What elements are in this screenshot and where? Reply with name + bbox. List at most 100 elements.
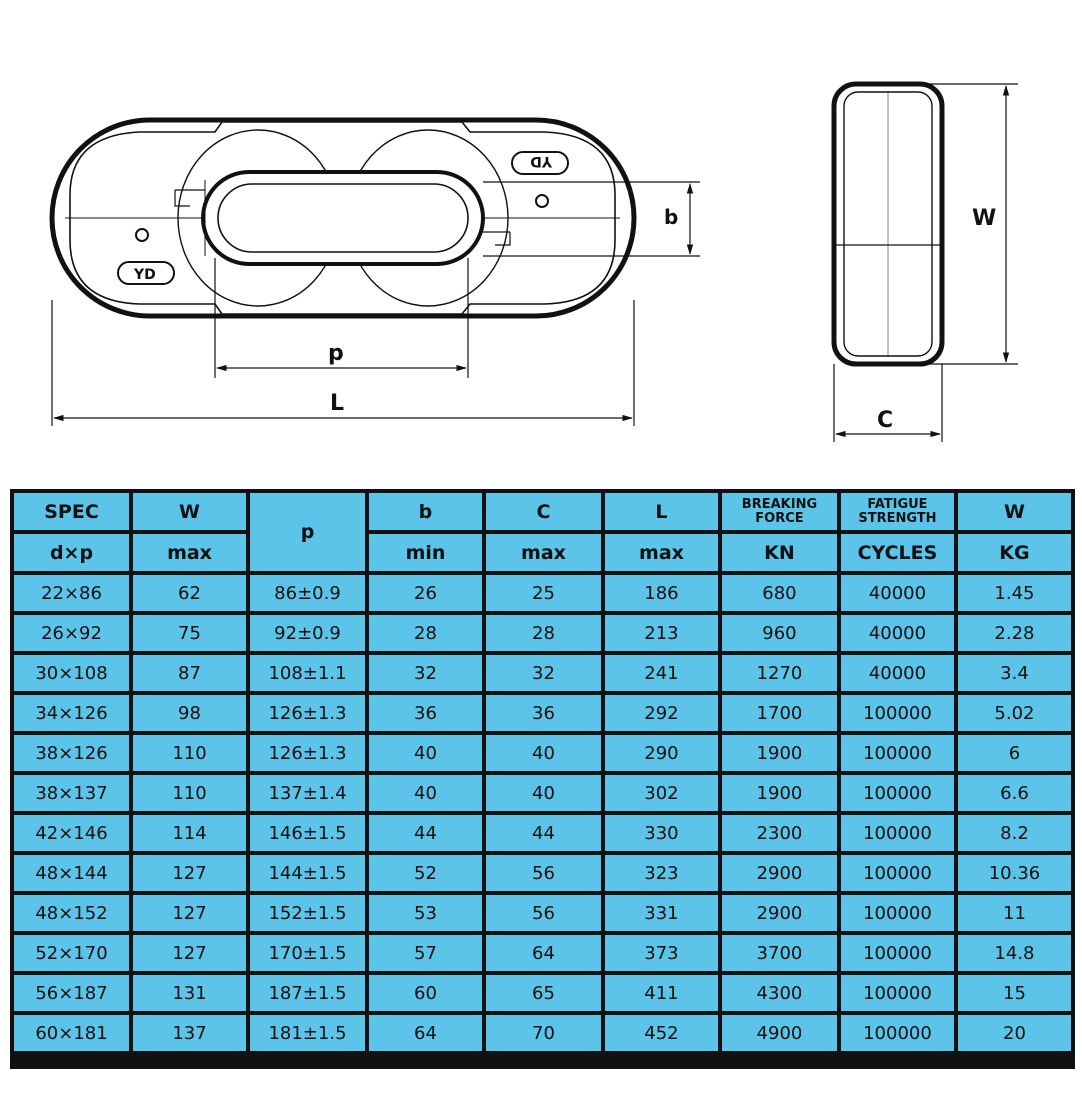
table-cell: 680 (721, 575, 837, 611)
table-cell: 56 (485, 855, 601, 891)
table-cell: 92±0.9 (249, 615, 365, 651)
unit-weight: KG (957, 534, 1071, 571)
table-cell: 36 (485, 695, 601, 731)
link-front-view (49, 117, 637, 319)
table-cell: 36 (369, 695, 482, 731)
table-cell: 100000 (840, 975, 954, 1011)
table-cell: 100000 (840, 1015, 954, 1051)
table-cell: 4900 (721, 1015, 837, 1051)
table-cell: 137 (133, 1015, 246, 1051)
table-cell: 2300 (721, 815, 837, 851)
header-l: L (604, 493, 718, 530)
table-cell: 100000 (840, 935, 954, 971)
table-cell: 3.4 (957, 655, 1071, 691)
dimension-C (833, 364, 943, 442)
table-cell: 170±1.5 (249, 935, 365, 971)
table-cell: 213 (604, 615, 718, 651)
dimension-W (900, 83, 1018, 365)
table-cell: 48×144 (14, 855, 130, 891)
table-cell: 28 (485, 615, 601, 651)
table-cell: 3700 (721, 935, 837, 971)
table-cell: 40000 (840, 575, 954, 611)
table-cell: 373 (604, 935, 718, 971)
table-cell: 98 (133, 695, 246, 731)
table-cell: 10.36 (957, 855, 1071, 891)
table-cell: 100000 (840, 695, 954, 731)
table-cell: 70 (485, 1015, 601, 1051)
table-cell: 2.28 (957, 615, 1071, 651)
header-p: p (249, 493, 365, 571)
table-cell: 38×137 (14, 775, 130, 811)
unit-w: max (133, 534, 246, 571)
unit-breaking-force: KN (721, 534, 837, 571)
table-cell: 1900 (721, 735, 837, 771)
table-cell: 28 (369, 615, 482, 651)
table-cell: 1.45 (957, 575, 1071, 611)
table-cell: 32 (485, 655, 601, 691)
table-cell: 6 (957, 735, 1071, 771)
table-cell: 64 (369, 1015, 482, 1051)
table-cell: 6.6 (957, 775, 1071, 811)
table-cell: 86±0.9 (249, 575, 365, 611)
table-cell: 40 (369, 735, 482, 771)
table-cell: 65 (485, 975, 601, 1011)
chain-link-drawing: YD YD b p L W C (49, 81, 1018, 442)
header-row-bottom: d×p max min max max KN CYCLES KG (14, 534, 1071, 571)
table-cell: 2900 (721, 895, 837, 931)
table-cell: 62 (133, 575, 246, 611)
label-p: p (328, 341, 344, 366)
table-cell: 87 (133, 655, 246, 691)
label-b: b (664, 205, 678, 229)
table-cell: 57 (369, 935, 482, 971)
table-cell: 53 (369, 895, 482, 931)
table-cell: 40000 (840, 655, 954, 691)
unit-b: min (369, 534, 482, 571)
table-cell: 2900 (721, 855, 837, 891)
header-breaking-force: BREAKING FORCE (721, 493, 837, 530)
table-cell: 15 (957, 975, 1071, 1011)
unit-l: max (604, 534, 718, 571)
table-cell: 40 (485, 735, 601, 771)
table-cell: 56×187 (14, 975, 130, 1011)
table-cell: 114 (133, 815, 246, 851)
table-cell: 241 (604, 655, 718, 691)
table-cell: 75 (133, 615, 246, 651)
table-cell: 110 (133, 735, 246, 771)
table-cell: 152±1.5 (249, 895, 365, 931)
table-cell: 40 (485, 775, 601, 811)
table-cell: 1900 (721, 775, 837, 811)
header-c: C (485, 493, 601, 530)
header-weight: W (957, 493, 1071, 530)
spec-table: SPEC W p b C L BREAKING FORCE FATIGUE ST… (10, 489, 1075, 1069)
table-cell: 38×126 (14, 735, 130, 771)
table-cell: 144±1.5 (249, 855, 365, 891)
table-cell: 127 (133, 895, 246, 931)
table-cell: 292 (604, 695, 718, 731)
unit-fatigue-strength: CYCLES (840, 534, 954, 571)
table-cell: 127 (133, 855, 246, 891)
table-cell: 64 (485, 935, 601, 971)
table-cell: 20 (957, 1015, 1071, 1051)
table-cell: 126±1.3 (249, 735, 365, 771)
table-cell: 60 (369, 975, 482, 1011)
table-cell: 100000 (840, 815, 954, 851)
table-cell: 302 (604, 775, 718, 811)
dimension-L (51, 300, 635, 426)
table-cell: 44 (485, 815, 601, 851)
table-cell: 127 (133, 935, 246, 971)
table-cell: 1700 (721, 695, 837, 731)
mark-text-left: YD (133, 267, 156, 283)
table-cell: 186 (604, 575, 718, 611)
table-cell: 34×126 (14, 695, 130, 731)
table-cell: 32 (369, 655, 482, 691)
table-cell: 4300 (721, 975, 837, 1011)
mark-text-right: YD (530, 153, 553, 169)
